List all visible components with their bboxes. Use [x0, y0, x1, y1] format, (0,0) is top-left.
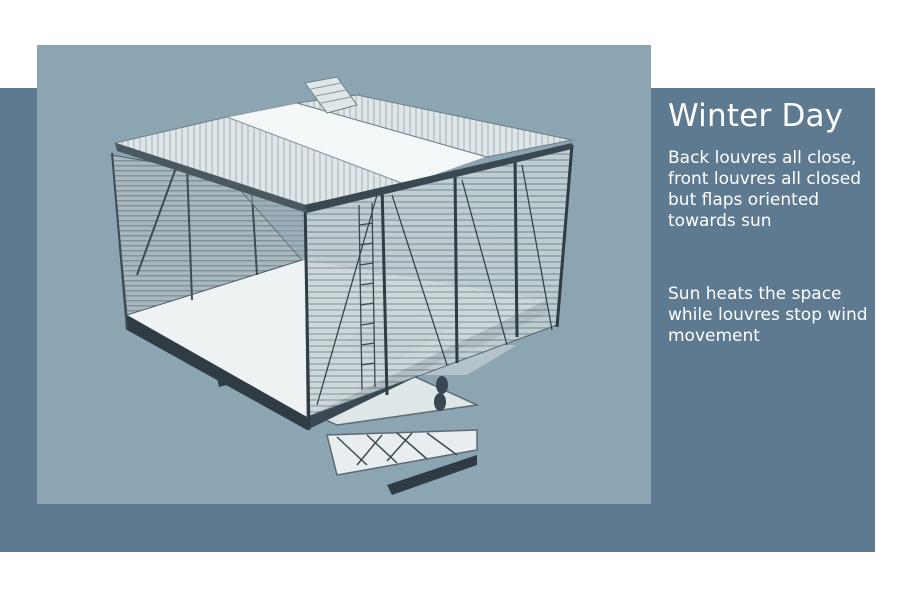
slide-title: Winter Day [668, 98, 844, 134]
description-column: Winter Day Back louvres all close, front… [668, 98, 868, 347]
base-beam [387, 455, 477, 495]
louvre-description: Back louvres all close, front louvres al… [668, 148, 861, 231]
building-rendering [37, 45, 651, 504]
roof-vent [304, 76, 358, 114]
wheel-icon [434, 376, 448, 411]
pavilion-illustration [111, 76, 574, 495]
heating-description: Sun heats the space while louvres stop w… [668, 284, 868, 346]
ladder [358, 202, 376, 391]
